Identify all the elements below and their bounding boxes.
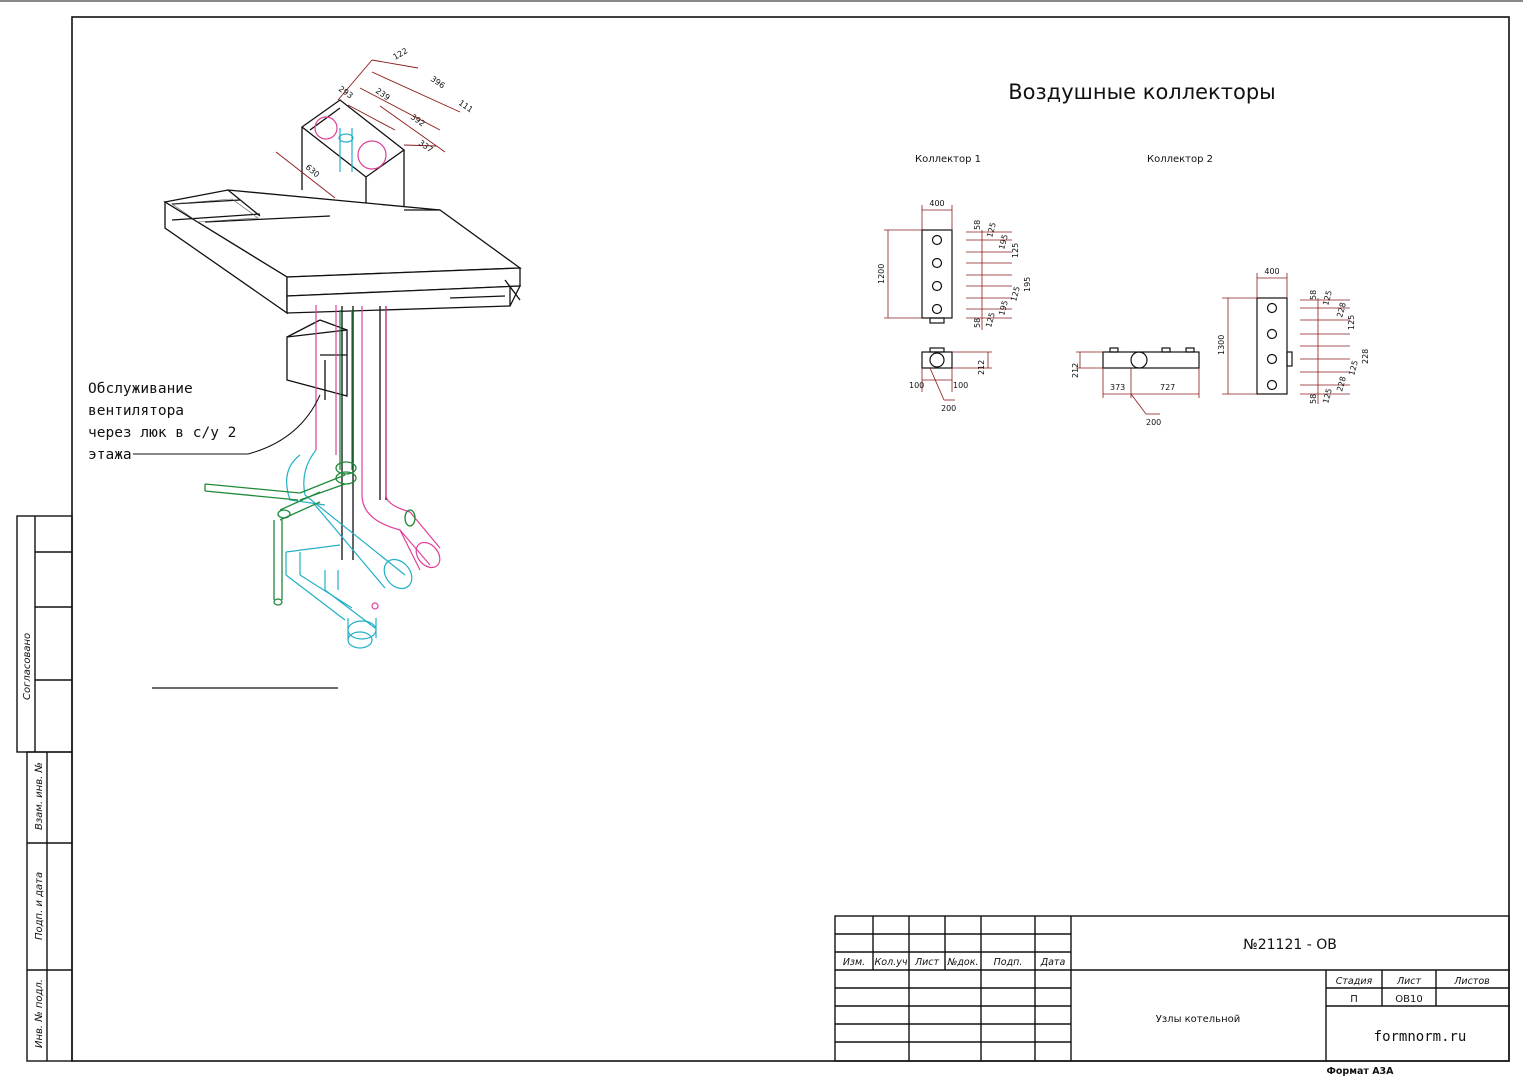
c2-right-dim-9: 228 (1335, 375, 1348, 392)
tb-stage-value: П (1350, 994, 1358, 1005)
c2-pipe-label: 200 (1146, 418, 1161, 427)
drawing-title: Воздушные коллекторы (1008, 80, 1275, 104)
note-line-2: вентилятора (88, 403, 184, 419)
c2-right-dim-6: 228 (1361, 349, 1370, 364)
title-block (834, 915, 1510, 1062)
tb-doc-number: №21121 - ОВ (1243, 937, 1337, 953)
c2-right-dim-3: 228 (1335, 301, 1348, 318)
note-line-3: через люк в с/у 2 (88, 425, 236, 441)
side-stamp (16, 515, 73, 1062)
c1-right-dim-4: 125 (1011, 243, 1020, 258)
collector-2-drawing (1102, 297, 1293, 395)
c2-right-dim-4: 125 (1347, 315, 1356, 330)
c1-bottom-right-label: 100 (953, 381, 968, 390)
pink-ducts (314, 116, 441, 610)
c1-right-dim-3: 195 (997, 233, 1010, 250)
tb-sheets-label: Листов (1453, 976, 1490, 987)
note-leader-line (133, 394, 321, 455)
note-line-4: этажа (88, 447, 132, 463)
c2-width-label: 400 (1264, 267, 1279, 276)
iso-dimension-lines (275, 59, 461, 199)
green-pipes (204, 310, 416, 606)
tb-header-podp: Подп. (994, 957, 1023, 968)
tb-sheet-label: Лист (1396, 976, 1422, 987)
iso-dim-337: 337 (417, 138, 435, 154)
c1-right-dim-7: 58 (973, 318, 982, 328)
tb-header-data: Дата (1040, 957, 1066, 968)
c1-width-label: 400 (929, 199, 944, 208)
iso-dim-630: 630 (304, 163, 321, 180)
tb-site: formnorm.ru (1374, 1029, 1467, 1045)
c2-depth-label: 212 (1071, 363, 1080, 378)
tb-header-ndok: №док. (946, 957, 978, 968)
tb-header-izm: Изм. (843, 957, 865, 968)
side-inv-label: Инв. № подл. (34, 979, 45, 1048)
side-vzam-label: Взам. инв. № (34, 762, 45, 830)
tb-format: Формат А3А (1326, 1066, 1394, 1077)
c1-right-dim-5: 125 (1009, 285, 1022, 302)
iso-dim-392: 392 (409, 112, 427, 128)
c1-right-dim-9: 195 (997, 299, 1010, 316)
c2-right-dim-1: 58 (1309, 290, 1318, 300)
iso-dim-396: 396 (429, 74, 447, 90)
collector-1-drawing (921, 229, 953, 369)
cyan-ducts (285, 128, 413, 649)
collector-2-dims (1076, 273, 1350, 415)
tb-stage-label: Стадия (1336, 976, 1373, 987)
c2-height-label: 1300 (1217, 335, 1226, 355)
c1-bottom-left-label: 100 (909, 381, 924, 390)
tb-sheet-value: ОВ10 (1395, 994, 1422, 1005)
drawing-frame (71, 16, 1510, 1062)
c2-seg-left-label: 373 (1110, 383, 1125, 392)
collector-2-label: Коллектор 2 (1147, 154, 1213, 165)
c1-right-dim-8: 125 (984, 311, 997, 328)
c1-right-dim-6: 195 (1023, 277, 1032, 292)
c1-depth-label: 212 (977, 360, 986, 375)
isometric-unit (163, 99, 522, 560)
note-line-1: Обслуживание (88, 381, 193, 397)
side-podp-label: Подп. и дата (34, 872, 45, 940)
c1-right-dim-1: 58 (973, 220, 982, 230)
c2-right-dim-5: 125 (1347, 359, 1360, 376)
c2-seg-right-label: 727 (1160, 383, 1175, 392)
c2-right-dim-2: 125 (1321, 289, 1334, 306)
iso-dim-122: 122 (392, 46, 410, 61)
collector-1-dims (884, 205, 1012, 401)
c1-right-dim-2: 125 (985, 221, 998, 238)
collector-1-label: Коллектор 1 (915, 154, 981, 165)
tb-sheet-name: Узлы котельной (1156, 1014, 1240, 1025)
c2-right-dim-8: 125 (1321, 387, 1334, 404)
tb-header-kolich: Кол.уч (875, 957, 908, 968)
c2-right-dim-7: 58 (1309, 394, 1318, 404)
c1-height-label: 1200 (877, 264, 886, 284)
c1-bottom-pipe-label: 200 (941, 404, 956, 413)
side-agreed-label: Согласовано (22, 633, 33, 700)
tb-header-list: Лист (914, 957, 940, 968)
